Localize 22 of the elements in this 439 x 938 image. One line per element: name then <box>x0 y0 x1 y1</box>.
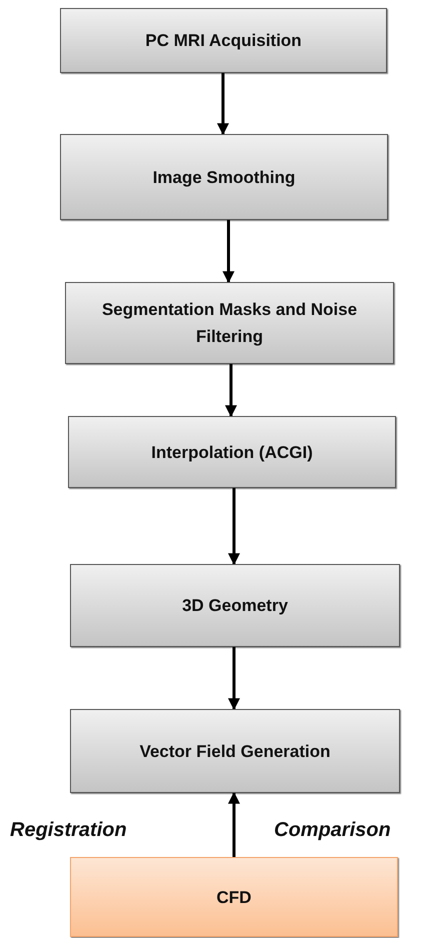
annotation-label: Registration <box>10 818 127 843</box>
arrow <box>217 73 229 136</box>
process-box <box>68 416 396 488</box>
arrow <box>228 488 240 566</box>
box-label: Segmentation Masks and Noise Filtering <box>100 299 358 348</box>
box-label: Vector Field Generation <box>140 740 330 762</box>
box-label: 3D Geometry <box>182 595 288 617</box>
arrow <box>228 792 240 857</box>
process-box <box>70 564 400 647</box>
process-box <box>70 709 400 793</box>
annotation-label: Comparison <box>274 818 391 843</box>
process-box <box>60 134 388 220</box>
box-label: PC MRI Acquisition <box>145 30 302 52</box>
box-label: CFD <box>216 886 252 908</box>
box-label: Interpolation (ACGI) <box>151 442 313 464</box>
arrow <box>225 364 237 418</box>
arrow <box>228 647 240 710</box>
arrow <box>222 220 234 284</box>
box-label: Image Smoothing <box>152 166 296 189</box>
process-box <box>60 8 387 73</box>
simulation-box <box>70 857 398 937</box>
process-box <box>65 282 394 364</box>
